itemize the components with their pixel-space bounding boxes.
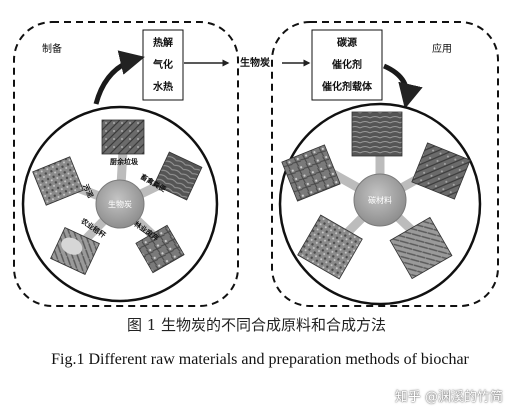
carbon-image-upper-left (281, 144, 341, 202)
application-label: 催化剂 (332, 58, 362, 71)
feedstock-hub-label: 生物炭 (108, 199, 132, 209)
method-label: 热解 (153, 36, 173, 49)
right-panel-border (271, 21, 499, 307)
watermark: 知乎 @渊溪的竹简 (394, 390, 503, 405)
application-hub-label: 碳材料 (368, 195, 392, 205)
curved-arrow-right (382, 63, 423, 109)
left-panel-border (13, 21, 239, 307)
feedstock-image-manure (153, 151, 203, 201)
caption-chinese: 图 1 生物炭的不同合成原料和合成方法 (126, 316, 387, 334)
carbon-image-lower-right (389, 216, 453, 280)
method-box (142, 29, 184, 101)
feedstock-image-forestry (135, 224, 185, 274)
feedstock-image-sludge (32, 156, 84, 206)
feedstock-hub (95, 179, 145, 229)
feedstock-image-kitchen (101, 119, 145, 155)
method-label: 水热 (152, 80, 173, 93)
application-box (311, 29, 383, 101)
carbon-image-lower-left (297, 214, 363, 280)
application-label: 碳源 (337, 36, 357, 49)
feedstock-label: 厨余垃圾 (110, 157, 139, 166)
carbon-image-top (351, 111, 403, 157)
application-label: 催化剂载体 (322, 80, 373, 93)
caption-english: Fig.1 Different raw materials and prepar… (51, 351, 469, 368)
biochar-diagram: 制备 应用 热解 气化 水热 碳源 催化剂 催化剂载体 生物炭 生物炭 (13, 21, 499, 307)
left-panel-label: 制备 (42, 42, 62, 55)
center-label: 生物炭 (240, 56, 270, 69)
method-label: 气化 (152, 58, 173, 71)
curved-arrow-left (93, 50, 145, 105)
straw-detail (61, 237, 83, 255)
carbon-image-upper-right (411, 142, 471, 200)
application-hub (353, 173, 407, 227)
right-panel-label: 应用 (432, 42, 452, 55)
